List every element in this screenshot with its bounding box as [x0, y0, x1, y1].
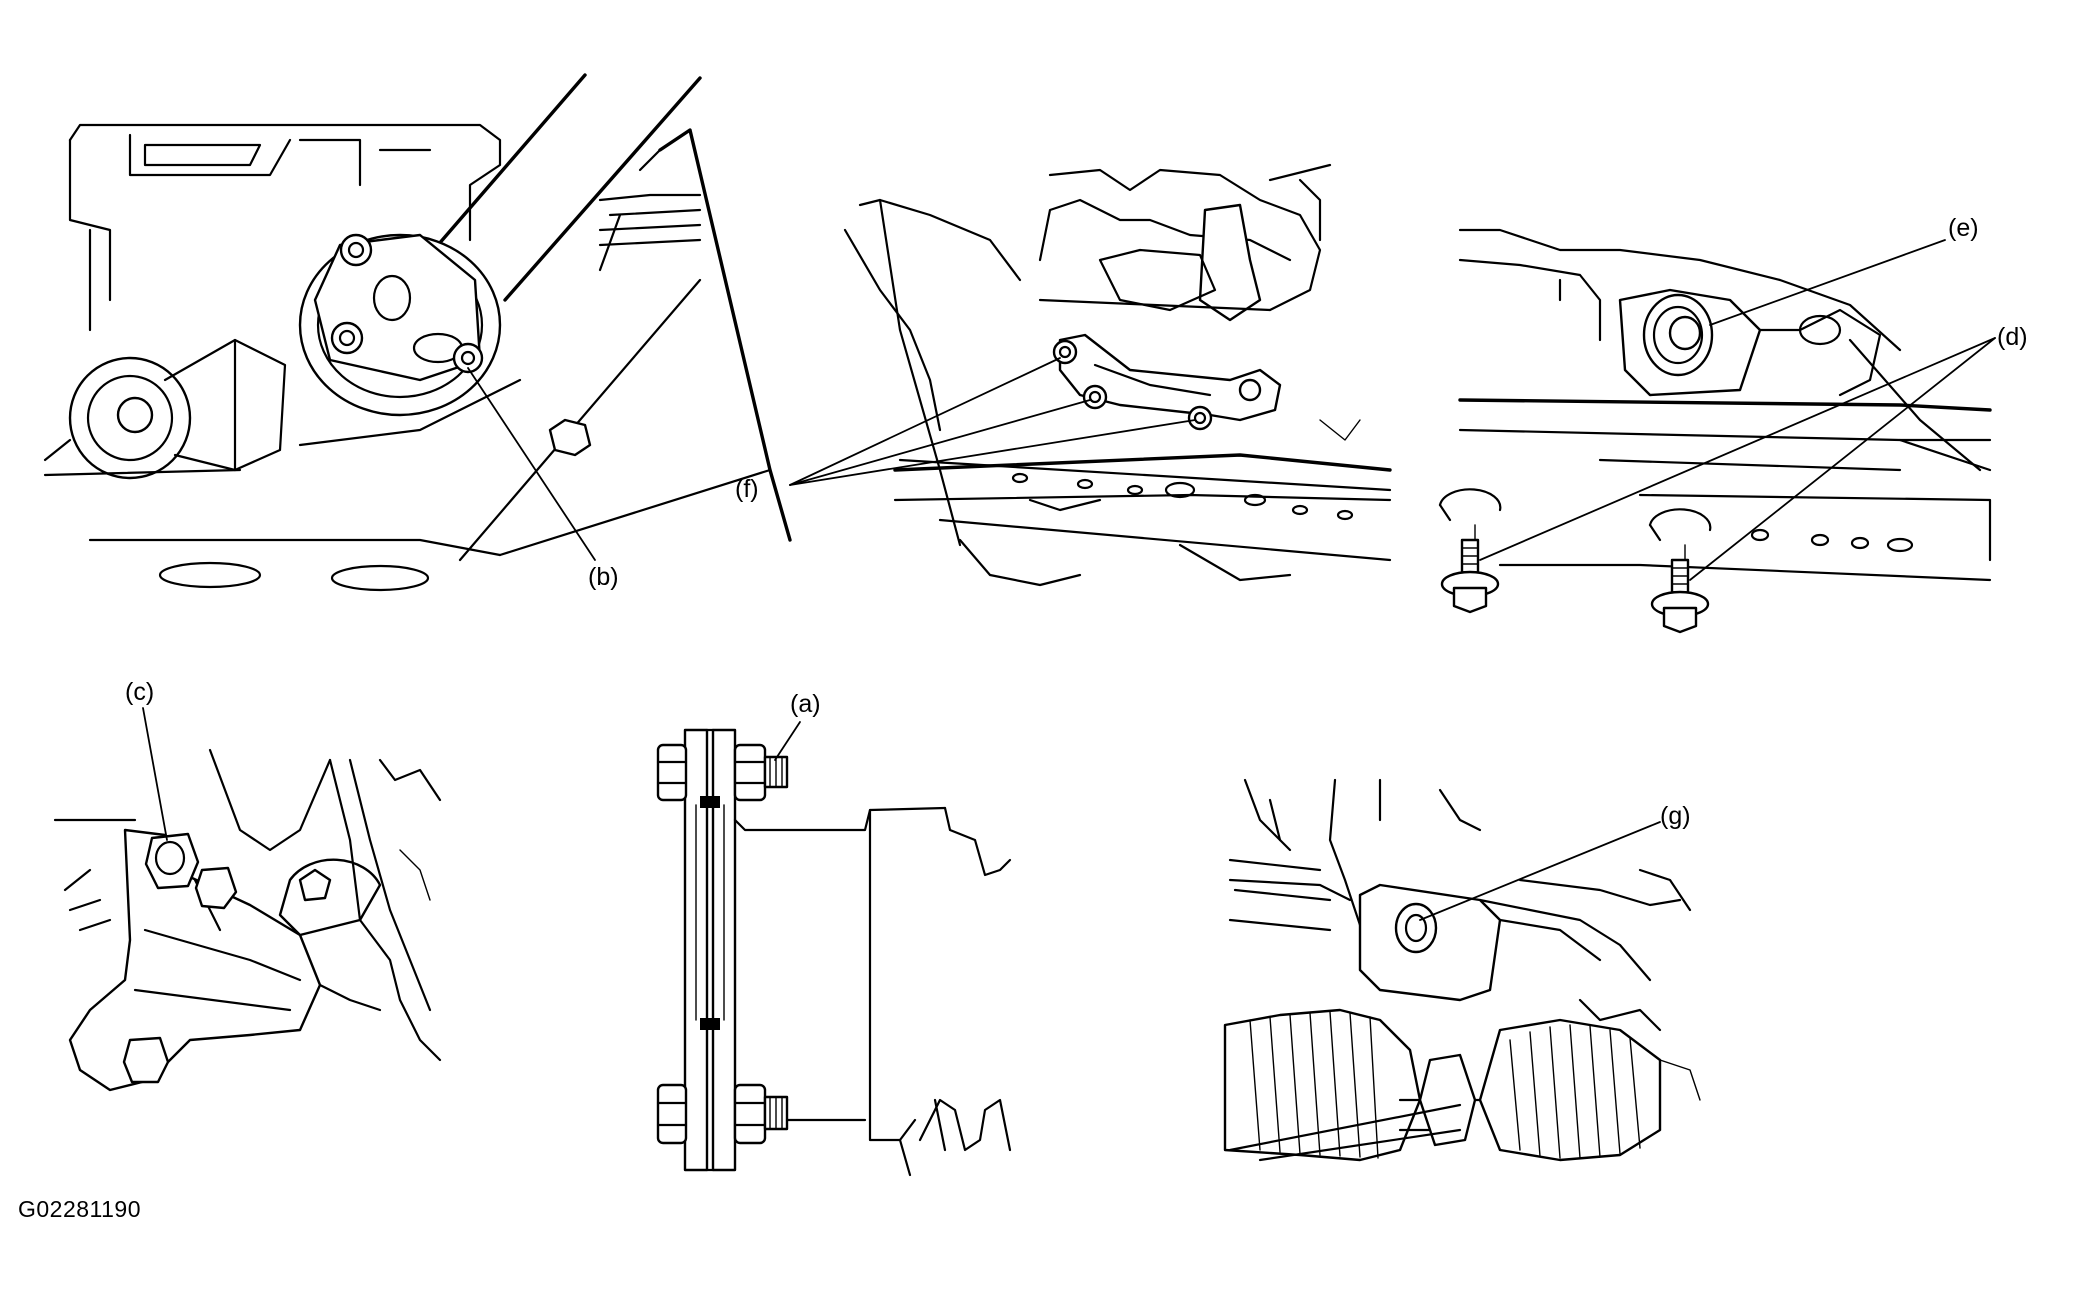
panel-center-bearing: (f)	[735, 163, 1392, 587]
bolt-a-upper	[656, 743, 789, 802]
panel-propeller-shaft: (b)	[43, 73, 792, 592]
callout-a: (a)	[790, 690, 821, 718]
callout-g: (g)	[1660, 802, 1691, 830]
bolt-d-left	[1440, 538, 1500, 614]
panel-flange-section: (a)	[656, 690, 1012, 1177]
callout-b: (b)	[588, 563, 619, 591]
bolt-g	[1394, 902, 1438, 954]
callout-d: (d)	[1997, 323, 2028, 351]
bolt-c	[144, 832, 200, 890]
panel-steering-bolt: (g)	[1223, 778, 1701, 1162]
bolt-a-lower	[656, 1083, 789, 1145]
figure-id: G02281190	[18, 1196, 142, 1222]
bolt-d-right	[1650, 558, 1710, 634]
panel-crossmember: (e) (d)	[1438, 214, 2028, 634]
callout-c: (c)	[125, 678, 154, 706]
callout-e: (e)	[1948, 214, 1979, 242]
callout-f: (f)	[735, 475, 759, 503]
panel-engine-mount-bracket: (c)	[53, 678, 442, 1092]
